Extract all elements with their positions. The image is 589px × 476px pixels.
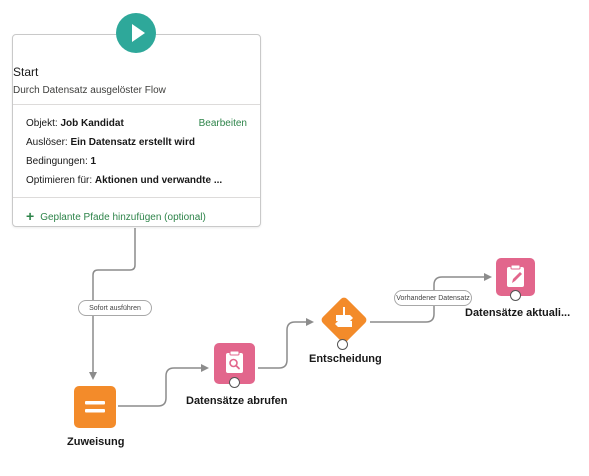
conditions-value: 1 bbox=[90, 156, 97, 167]
conditions-row: Bedingungen: 1 bbox=[26, 156, 96, 167]
optimize-row: Optimieren für: Aktionen und verwandte .… bbox=[26, 175, 222, 186]
update-records-node[interactable] bbox=[496, 258, 535, 296]
object-value: Job Kandidat bbox=[60, 118, 124, 129]
connector-get-records-to-decision bbox=[258, 318, 314, 369]
start-node-icon[interactable] bbox=[116, 13, 156, 53]
existing-record-pill[interactable]: Vorhandener Datensatz bbox=[394, 290, 472, 306]
optimize-value: Aktionen und verwandte ... bbox=[94, 175, 223, 186]
clipboard-search-icon bbox=[226, 350, 243, 373]
object-label: Objekt: bbox=[26, 118, 58, 129]
clipboard-edit-icon bbox=[507, 264, 524, 287]
start-details: Objekt: Job Kandidat Bearbeiten Auslöser… bbox=[13, 104, 260, 198]
get-records-label: Datensätze abrufen bbox=[186, 395, 288, 407]
conditions-label: Bedingungen: bbox=[26, 156, 88, 167]
connector-assignment-to-get-records bbox=[118, 364, 209, 407]
decision-node[interactable] bbox=[314, 294, 374, 354]
decision-label: Entscheidung bbox=[309, 353, 382, 365]
plus-icon: + bbox=[26, 208, 35, 224]
edit-link[interactable]: Bearbeiten bbox=[198, 118, 247, 129]
start-element-card[interactable]: Start Durch Datensatz ausgelöster Flow O… bbox=[12, 34, 261, 227]
start-card-header bbox=[13, 35, 260, 105]
object-row: Objekt: Job Kandidat bbox=[26, 118, 124, 129]
trigger-label: Auslöser: bbox=[26, 137, 68, 148]
assignment-label: Zuweisung bbox=[67, 436, 125, 448]
play-icon bbox=[132, 24, 145, 42]
optimize-label: Optimieren für: bbox=[26, 175, 93, 186]
decision-icon bbox=[335, 307, 353, 327]
update-records-fault-connector[interactable] bbox=[510, 290, 521, 301]
get-records-fault-connector[interactable] bbox=[229, 377, 240, 388]
start-subtitle: Durch Datensatz ausgelöster Flow bbox=[13, 85, 166, 96]
trigger-value: Ein Datensatz erstellt wird bbox=[70, 137, 195, 148]
start-title: Start bbox=[13, 65, 39, 79]
decision-fault-connector[interactable] bbox=[337, 339, 348, 350]
equals-icon bbox=[85, 401, 105, 413]
connector-start-to-assignment bbox=[89, 228, 136, 380]
assignment-node[interactable] bbox=[74, 386, 116, 428]
trigger-row: Auslöser: Ein Datensatz erstellt wird bbox=[26, 137, 195, 148]
add-scheduled-paths-link[interactable]: + Geplante Pfade hinzufügen (optional) bbox=[26, 208, 206, 224]
run-immediately-pill[interactable]: Sofort ausführen bbox=[78, 300, 152, 316]
update-records-label: Datensätze aktuali... bbox=[465, 307, 571, 319]
add-paths-label: Geplante Pfade hinzufügen (optional) bbox=[40, 212, 206, 223]
